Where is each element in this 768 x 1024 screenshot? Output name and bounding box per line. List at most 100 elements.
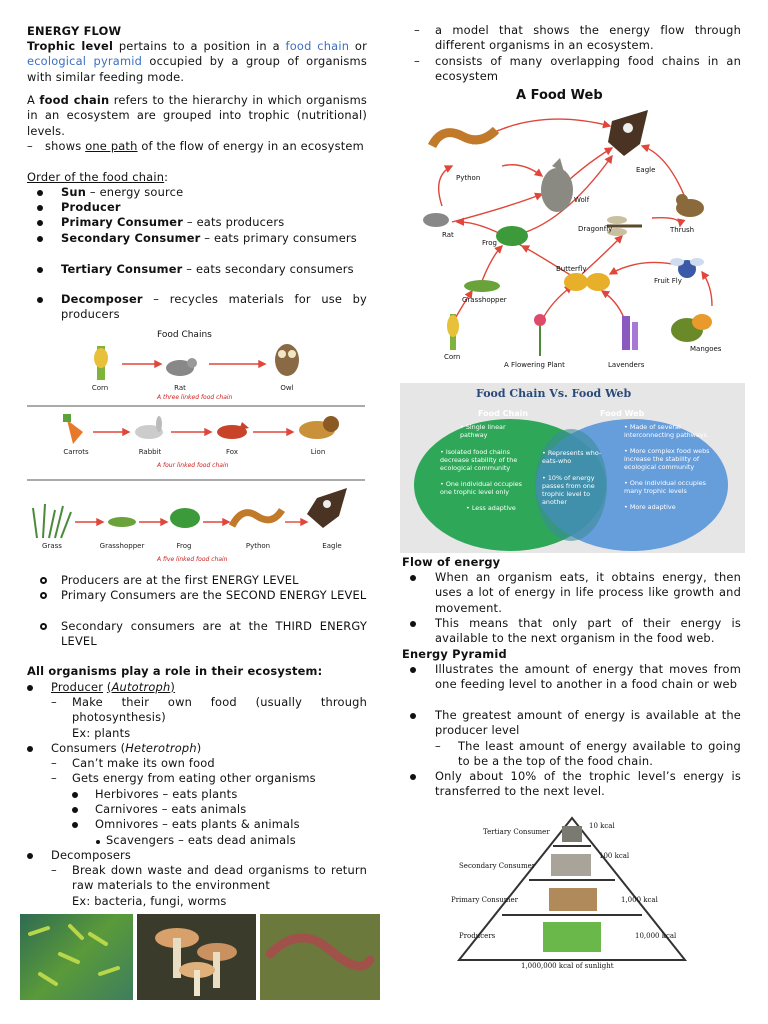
venn-item-text: Isolated food chains decrease stability …	[440, 448, 518, 472]
chain2-label-1: Rabbit	[138, 448, 162, 456]
scavengers-item: Scavengers – eats dead animals	[96, 833, 296, 848]
web-label-wolf: Wolf	[574, 196, 590, 204]
venn-left-title: Food Chain	[478, 409, 529, 418]
order-rest: – energy source	[86, 185, 184, 199]
order-item-text: Primary Consumer – eats producers	[61, 215, 367, 230]
venn-item-text: Represents who-eats-who	[542, 449, 602, 465]
dragonfly-icon	[607, 216, 642, 236]
web-dash-item: –consists of many overlapping food chain…	[414, 54, 741, 85]
bullet-icon	[27, 262, 61, 277]
flow-text: When an organism eats, it obtains energy…	[435, 570, 741, 615]
bullet-icon	[27, 848, 51, 863]
dash-marker: –	[51, 756, 57, 770]
order-item-text: Producer	[61, 200, 367, 215]
text-span: pertains to a position in a	[113, 39, 286, 53]
frog-icon	[170, 508, 200, 528]
energy-pyramid-figure: Tertiary Consumer 10 kcal Secondary Cons…	[445, 812, 700, 972]
venn-right-item: • More adaptive	[624, 503, 676, 511]
venn-item-text: Less adaptive	[471, 504, 516, 512]
bullet-icon	[410, 769, 435, 800]
thrush-icon	[676, 194, 704, 217]
venn-left-item: • Less adaptive	[466, 504, 516, 512]
producer-heading: Producer (Autotroph)	[51, 680, 176, 694]
order-heading: Order of the food chain:	[27, 170, 168, 185]
order-item: Primary Consumer – eats producers	[27, 215, 367, 230]
section-heading-energy-flow: ENERGY FLOW	[27, 24, 122, 38]
eagle-icon	[307, 488, 347, 528]
web-label-rat: Rat	[442, 231, 454, 239]
pyramid-text: Only about 10% of the trophic level’s en…	[435, 769, 741, 799]
chain1-label-0: Corn	[91, 384, 109, 392]
web-label-plant: A Flowering Plant	[504, 361, 565, 369]
food-web-illustration	[423, 110, 713, 356]
consumer-type-text: Carnivores – eats animals	[95, 802, 247, 816]
order-rest: – eats producers	[183, 215, 285, 229]
venn-item-text: More adaptive	[629, 503, 676, 511]
text-span: occupied by a group of organisms with si…	[27, 54, 367, 84]
bullet-icon	[72, 802, 95, 817]
food-chain-paragraph: A food chain refers to the hierarchy in …	[27, 93, 367, 139]
order-term: Sun	[61, 185, 87, 199]
venn-right-item: • Made of several interconnecting pathwa…	[624, 423, 707, 439]
corn-icon	[447, 314, 459, 350]
flow-heading: Flow of energy	[402, 555, 501, 569]
bullet-icon	[410, 570, 435, 616]
venn-left-item: • One individual occupies one trophic le…	[440, 480, 522, 496]
web-dash-text: consists of many overlapping food chains…	[435, 54, 741, 84]
decomposers-example: Ex: bacteria, fungi, worms	[72, 894, 227, 908]
venn-title: Food Chain Vs. Food Web	[476, 387, 632, 400]
web-label-frog: Frog	[482, 239, 497, 247]
text-span: or	[349, 39, 367, 53]
web-label-dragonfly: Dragonfly	[578, 225, 613, 233]
heterotroph-term: Heterotroph	[125, 741, 197, 755]
venn-middle-item: • 10% of energy passes from one trophic …	[542, 474, 595, 506]
chain1-caption: A three linked food chain	[157, 394, 233, 401]
food-web-figure: A Food Web Python Eagle Wolf Rat Frog Dr…	[412, 86, 742, 370]
bullet-icon	[27, 185, 61, 200]
consumer-type-text: Herbivores – eats plants	[95, 787, 238, 801]
order-rest: – eats primary consumers	[200, 231, 357, 245]
chain3-label-0: Grass	[42, 542, 62, 550]
venn-right-list: • Made of several interconnecting pathwa…	[624, 423, 710, 511]
pyramid-text: Illustrates the amount of energy that mo…	[435, 662, 741, 692]
level-item: Secondary consumers are at the THIRD ENE…	[40, 619, 367, 650]
chain3-label-2: Frog	[176, 542, 192, 550]
decomposers-label: Decomposers	[51, 848, 132, 862]
consumers-sub-text: Can’t make its own food	[72, 756, 215, 770]
python-icon	[228, 507, 285, 528]
consumer-type: Herbivores – eats plants	[72, 787, 237, 802]
grasshopper-icon	[108, 517, 136, 527]
level-text: Producers are at the first ENERGY LEVEL	[61, 573, 299, 587]
dash-marker: –	[414, 23, 420, 37]
web-label-corn: Corn	[444, 353, 461, 361]
rabbit-icon	[135, 416, 163, 439]
food-chain-link[interactable]: food chain	[285, 39, 350, 53]
bullet-icon	[72, 817, 95, 832]
food-web-title: A Food Web	[516, 88, 603, 103]
bullet-icon	[27, 680, 51, 695]
trophic-level-paragraph: Trophic level pertains to a position in …	[27, 39, 367, 85]
level-text: Secondary consumers are at the THIRD ENE…	[61, 619, 367, 649]
order-item: Secondary Consumer – eats primary consum…	[27, 231, 367, 246]
pyramid-item: Only about 10% of the trophic level’s en…	[410, 769, 741, 800]
chain3-caption: A five linked food chain	[157, 556, 228, 563]
order-item: Tertiary Consumer – eats secondary consu…	[27, 262, 367, 277]
chain2-label-2: Fox	[226, 448, 238, 456]
bullet-icon	[27, 292, 61, 323]
bullet-icon	[27, 231, 61, 246]
dash-text: shows one path of the flow of energy in …	[45, 139, 367, 154]
fungi-photo	[137, 914, 256, 1000]
bullet-icon	[72, 787, 95, 802]
ecological-pyramid-link[interactable]: ecological pyramid	[27, 54, 143, 69]
pyramid-level-kcal-1: 100 kcal	[599, 852, 630, 860]
pyramid-level-kcal-0: 10 kcal	[589, 822, 615, 830]
chain1-label-2: Owl	[280, 384, 294, 392]
venn-right-item: • One individual occupies many trophic l…	[624, 479, 706, 495]
consumers-label: Consumers (	[51, 741, 126, 755]
web-dash-text: a model that shows the energy flow throu…	[435, 23, 741, 53]
venn-item-text: 10% of energy passes from one trophic le…	[542, 474, 595, 506]
pyramid-level-label-1: Secondary Consumer	[459, 862, 536, 870]
web-label-mangoes: Mangoes	[690, 345, 722, 353]
chain2-label-0: Carrots	[63, 448, 89, 456]
one-path-dash-item: – shows one path of the flow of energy i…	[27, 139, 367, 154]
